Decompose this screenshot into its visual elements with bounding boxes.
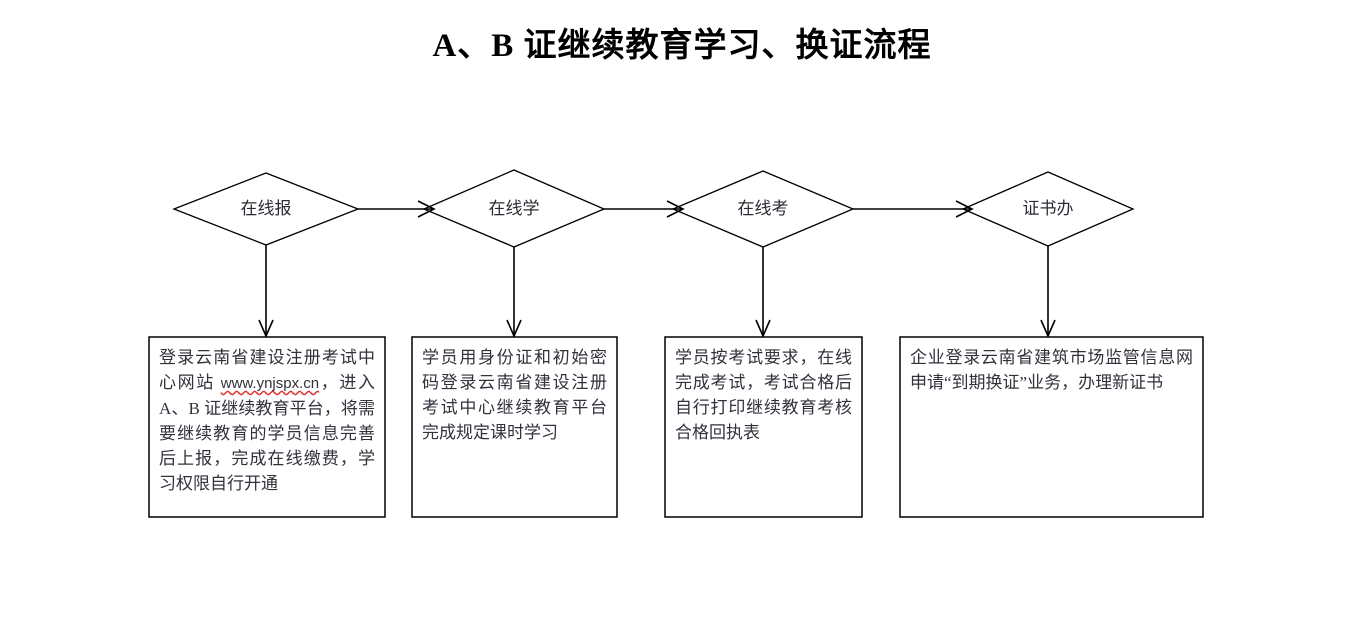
step-box-3[interactable] — [664, 336, 863, 518]
arrow-h-3 — [853, 200, 974, 218]
step-box-3-text: 学员按考试要求，在线完成考试，考试合格后自行打印继续教育考核合格回执表 — [675, 348, 852, 442]
decision-diamond-1-label: 在线报 — [240, 199, 292, 218]
arrow-v-2 — [506, 247, 522, 338]
arrow-h-2 — [604, 200, 685, 218]
step-box-1-url[interactable]: www.ynjspx.cn — [220, 375, 320, 392]
step-box-1-text-post: ，进入 A、B 证继续教育平台，将需要继续教育的学员信息完善后上报，完成在线缴费… — [159, 373, 375, 493]
decision-diamond-4-label: 证书办 — [1022, 199, 1074, 218]
step-box-4-text: 企业登录云南省建筑市场监管信息网申请“到期换证”业务，办理新证书 — [910, 348, 1193, 392]
step-box-1-text-pre: 登录云南省建设注册考试中心网站 — [159, 348, 375, 392]
arrow-v-4 — [1040, 246, 1056, 338]
arrow-v-3 — [755, 247, 771, 338]
step-box-1[interactable] — [148, 336, 386, 518]
decision-diamond-3-label: 在线考 — [737, 199, 789, 218]
step-box-4[interactable] — [899, 336, 1204, 518]
arrow-v-1 — [258, 245, 274, 338]
page-title: A、B 证继续教育学习、换证流程 — [432, 28, 932, 64]
decision-diamond-2-label: 在线学 — [488, 199, 540, 218]
arrow-h-1 — [358, 200, 436, 218]
step-box-1-text: 登录云南省建设注册考试中心网站 www.ynjspx.cn，进入 A、B 证继续… — [159, 345, 375, 496]
step-box-2-text: 学员用身份证和初始密码登录云南省建设注册考试中心继续教育平台完成规定课时学习 — [422, 348, 607, 442]
step-box-2[interactable] — [411, 336, 618, 518]
